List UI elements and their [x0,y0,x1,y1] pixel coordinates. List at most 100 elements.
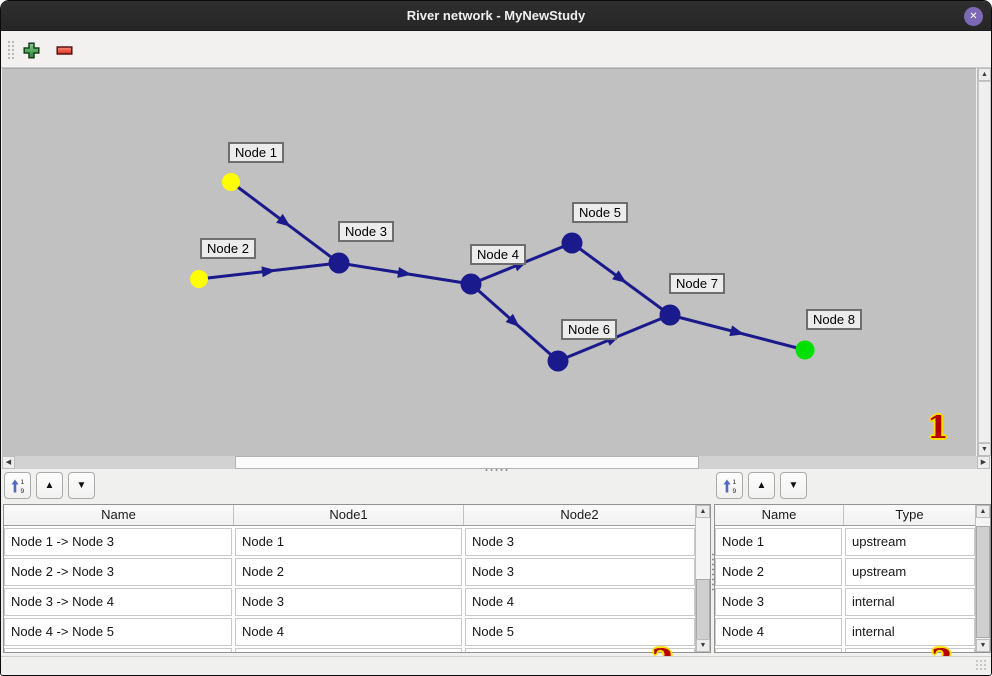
arrow-down-icon: ▼ [788,480,799,491]
table-cell: internal [845,618,975,646]
scroll-up-button[interactable]: ▲ [976,505,990,518]
table-cell: Node 4 -> Node 5 [4,618,232,646]
scroll-down-button[interactable]: ▼ [976,639,990,652]
scroll-up-button[interactable]: ▲ [978,68,991,81]
move-up-button[interactable]: ▲ [748,472,775,499]
network-node-node-7[interactable] [659,304,681,326]
scroll-right-button[interactable]: ▶ [977,456,990,469]
move-up-button[interactable]: ▲ [36,472,63,499]
table-cell: Node 1 [715,528,842,556]
table-cell [235,648,462,652]
sort-button[interactable]: 1 9 [716,472,743,499]
network-node-node-2[interactable] [190,270,208,288]
edge-arrowhead-icon [397,266,412,278]
table-header: Name Type [715,505,975,526]
node-label: Node 3 [338,221,394,242]
canvas-vertical-scrollbar[interactable]: ▲ ▼ [977,68,991,456]
resize-grip[interactable] [975,659,988,672]
network-node-node-6[interactable] [547,350,569,372]
horizontal-splitter-handle[interactable] [484,468,510,472]
scrollbar-thumb[interactable] [976,526,990,638]
move-down-button[interactable]: ▼ [780,472,807,499]
table-cell: Node 4 [465,588,695,616]
sort-ascending-icon: 1 9 [723,479,736,494]
scrollbar-thumb[interactable] [235,456,699,469]
arrow-up-icon: ▲ [756,480,767,491]
table-row[interactable] [4,648,695,652]
node-label: Node 1 [228,142,284,163]
table-vertical-scrollbar[interactable]: ▲ ▼ [975,505,990,652]
table-cell: Node 3 [715,588,842,616]
sort-ascending-icon: 1 9 [11,479,24,494]
scroll-down-icon: ▼ [981,446,988,453]
toolbar-grip-handle[interactable] [7,40,15,60]
table-cell: Node 3 [465,528,695,556]
scroll-down-icon: ▼ [699,642,707,649]
column-header[interactable]: Name [715,505,844,525]
scroll-up-icon: ▲ [979,508,987,515]
vertical-splitter-handle[interactable] [711,552,715,592]
table-cell: Node 5 [465,618,695,646]
svg-text:1: 1 [20,479,24,486]
table-cell: Node 2 -> Node 3 [4,558,232,586]
edge-arrowhead-icon [505,313,520,328]
network-node-node-3[interactable] [328,252,350,274]
table-vertical-scrollbar[interactable]: ▲ ▼ [695,505,710,652]
scroll-down-button[interactable]: ▼ [978,443,991,456]
table-cell: Node 4 [235,618,462,646]
add-node-button[interactable] [21,40,41,60]
svg-text:9: 9 [732,488,736,494]
scroll-up-icon: ▲ [981,71,988,78]
node-label: Node 4 [470,244,526,265]
node-label: Node 7 [669,273,725,294]
canvas-horizontal-scrollbar[interactable]: ◀ ▶ [2,456,990,469]
scroll-up-button[interactable]: ▲ [696,505,710,518]
table-cell: Node 1 [235,528,462,556]
table-cell: Node 4 [715,618,842,646]
table-cell: Node 3 [465,558,695,586]
column-header[interactable]: Type [895,507,924,522]
table-row[interactable] [715,648,975,652]
column-header[interactable]: Node2 [560,507,599,522]
network-node-node-8[interactable] [795,340,815,360]
network-node-node-1[interactable] [222,173,240,191]
edge-arrowhead-icon [729,325,745,337]
table-cell [715,648,842,652]
window-title: River network - MyNewStudy [406,8,586,23]
column-header[interactable]: Node1 [234,505,464,525]
move-down-button[interactable]: ▼ [68,472,95,499]
table-cell: Node 3 -> Node 4 [4,588,232,616]
close-button[interactable]: ✕ [964,7,983,26]
scroll-down-button[interactable]: ▼ [696,639,710,652]
sort-button[interactable]: 1 9 [4,472,31,499]
scroll-left-icon: ◀ [5,459,12,466]
node-label: Node 8 [806,309,862,330]
table-cell: internal [845,588,975,616]
table-cell [465,648,695,652]
scrollbar-thumb[interactable] [978,81,991,443]
column-header[interactable]: Name [4,505,234,525]
remove-node-button[interactable] [54,40,74,60]
network-node-node-5[interactable] [561,232,583,254]
table-cell [845,648,975,652]
scrollbar-thumb[interactable] [696,579,710,640]
scroll-left-button[interactable]: ◀ [2,456,15,469]
table-cell: Node 2 [715,558,842,586]
network-node-node-4[interactable] [460,273,482,295]
arrow-down-icon: ▼ [76,480,87,491]
